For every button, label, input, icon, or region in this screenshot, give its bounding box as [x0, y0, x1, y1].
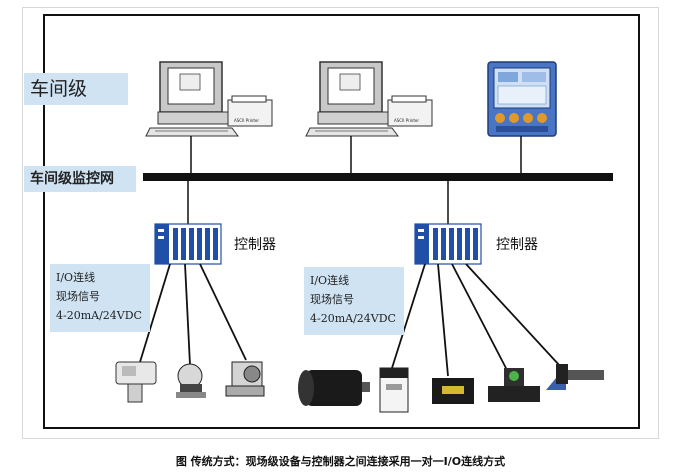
io-right-line2: 现场信号 [310, 293, 354, 306]
monitoring-bus [143, 173, 613, 181]
printer-1-label: ASCII Printer [234, 118, 259, 123]
controller-right-label: 控制器 [496, 237, 538, 253]
field-device-level-sensor [546, 364, 604, 390]
field-device-flowmeter [488, 368, 540, 402]
io-info-box-left: I/O连线 现场信号 4-20mA/24VDC [50, 264, 150, 332]
io-right-line3: 4-20mA/24VDC [310, 312, 396, 325]
field-device-actuator-valve [225, 361, 265, 397]
workstation-2 [305, 61, 399, 137]
io-left-line1: I/O连线 [56, 271, 96, 284]
monitor-network-label: 车间级监控网 [24, 166, 136, 192]
io-info-box-right: I/O连线 现场信号 4-20mA/24VDC [304, 267, 404, 335]
workstation-1 [145, 61, 239, 137]
field-device-display-unit [432, 378, 474, 404]
operator-panel [487, 61, 557, 137]
figure-caption: 图 传统方式：现场级设备与控制器之间连接采用一对一I/O连线方式 [175, 455, 506, 468]
io-left-line3: 4-20mA/24VDC [56, 309, 142, 322]
diagram-border [43, 14, 640, 429]
field-device-pressure-transmitter [176, 363, 206, 398]
field-device-motor [298, 370, 370, 406]
io-wires-right [391, 263, 561, 377]
printer-2-label: ASCII Printer [394, 118, 419, 123]
controller-left-label: 控制器 [234, 237, 276, 253]
io-left-line2: 现场信号 [56, 290, 100, 303]
controller-right [414, 223, 482, 265]
field-device-valve-positioner [115, 361, 157, 403]
io-wires-left [139, 263, 247, 366]
workshop-level-label: 车间级 [24, 73, 128, 105]
field-device-drive [379, 367, 409, 413]
printer-2: ASCII Printer [387, 95, 433, 127]
controller-left [154, 223, 222, 265]
printer-1: ASCII Printer [227, 95, 273, 127]
io-right-line1: I/O连线 [310, 274, 350, 287]
